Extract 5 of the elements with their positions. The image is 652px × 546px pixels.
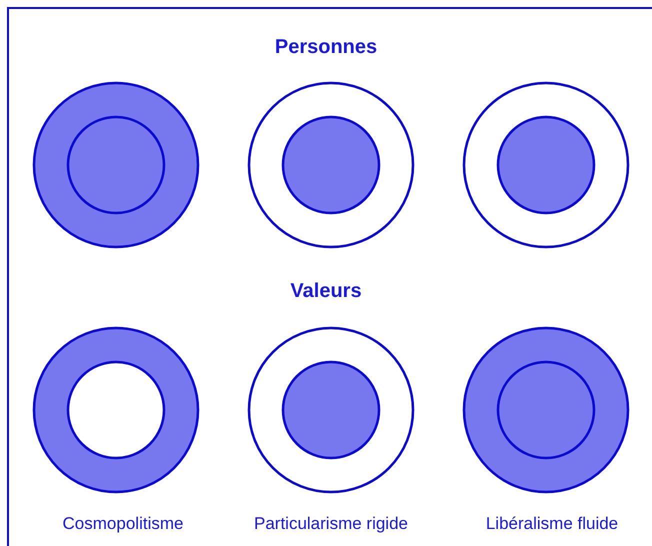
column-label: Particularisme rigide xyxy=(254,514,408,534)
row-heading: Personnes xyxy=(274,36,378,59)
column-label: Libéralisme fluide xyxy=(486,514,618,534)
row-heading: Valeurs xyxy=(290,280,362,303)
column-label: Cosmopolitisme xyxy=(62,514,184,534)
